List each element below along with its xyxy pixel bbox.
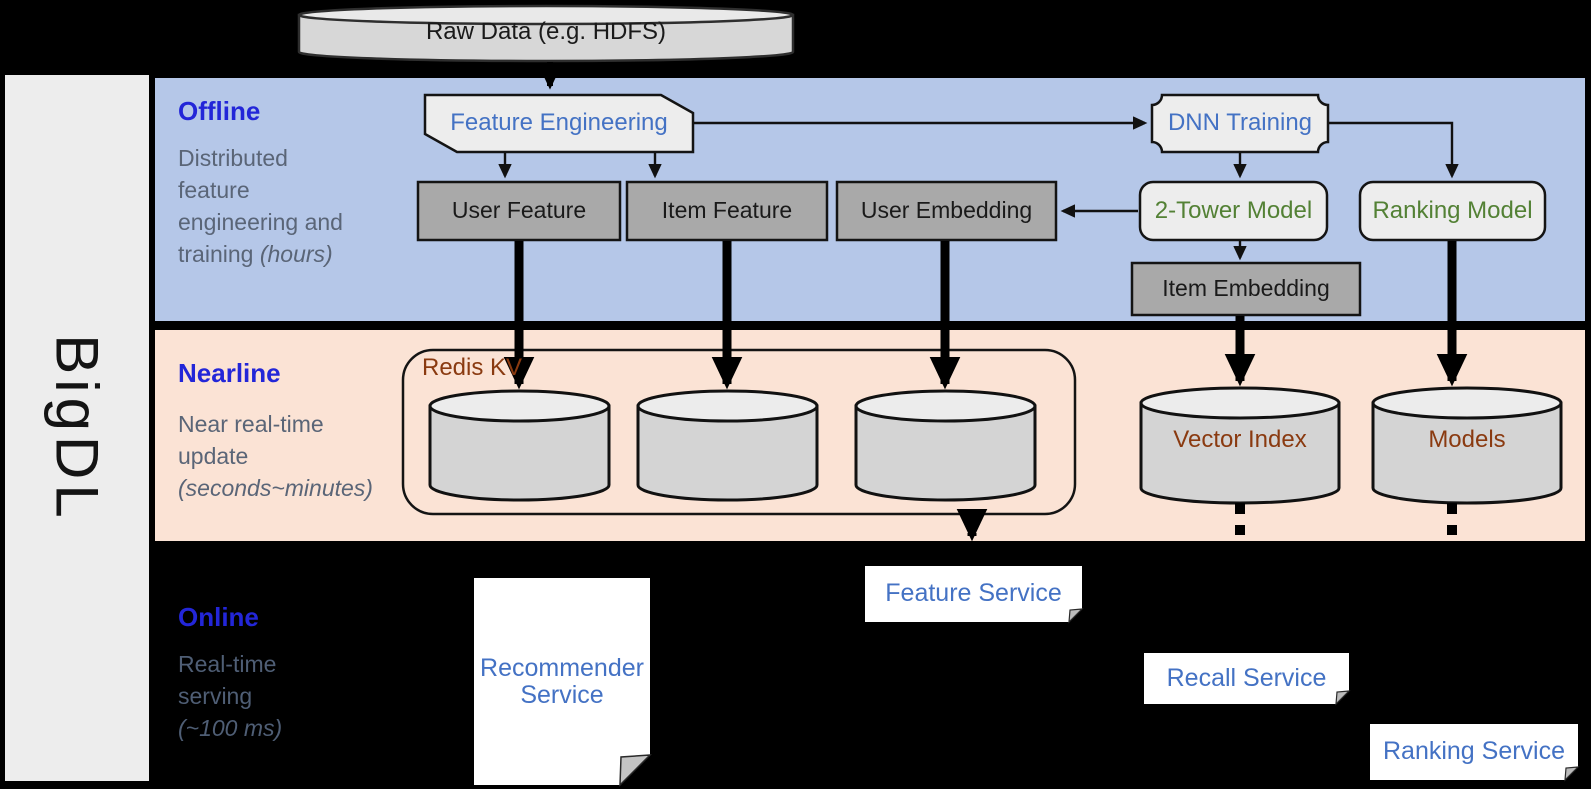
folded-corner-icon: [619, 754, 652, 787]
folded-corner-icon: [1564, 766, 1580, 782]
item-embedding-box: [1130, 261, 1362, 317]
recommender-service-line2: Service: [520, 681, 604, 709]
online-section-title: Online: [178, 602, 259, 632]
models-label: Models: [1428, 425, 1506, 453]
nearline-desc-italic: (seconds~minutes): [178, 475, 373, 501]
offline-section-desc: Distributed feature engineering and trai…: [178, 142, 413, 270]
bigdl-sidebar: BigDL: [5, 75, 149, 781]
item-feature-label: Item Feature: [661, 197, 793, 224]
recall-service-doc: [1144, 653, 1351, 706]
redis-cylinder-2: [636, 389, 819, 502]
nearline-desc-line: update: [178, 443, 249, 469]
recommender-service-doc: [474, 578, 652, 787]
user-feature-label: User Feature: [451, 197, 587, 224]
feature-engineering-shape: [423, 93, 695, 154]
offline-desc-italic: (hours): [259, 241, 333, 267]
two-tower-model-box: [1138, 180, 1329, 242]
arrow-dnn-to-ranking-model: [1329, 121, 1459, 179]
item-embedding-label: Item Embedding: [1162, 275, 1330, 302]
recommender-service-line1: Recommender: [480, 653, 644, 682]
offline-section-title: Offline: [178, 96, 261, 126]
two-tower-model-label: 2-Tower Model: [1154, 196, 1313, 224]
offline-desc-line: engineering and: [178, 209, 343, 235]
dnn-training-shape: [1150, 93, 1330, 154]
dnn-training-label: DNN Training: [1167, 108, 1313, 136]
user-feature-box: [416, 180, 622, 242]
folded-corner-icon: [1335, 690, 1351, 706]
feature-service-label: Feature Service: [885, 579, 1062, 608]
feature-engineering-label: Feature Engineering: [450, 108, 668, 136]
item-feature-box: [625, 180, 829, 242]
offline-desc-line: training (hours): [178, 238, 413, 270]
redis-cylinder-1: [428, 389, 611, 502]
recall-service-label: Recall Service: [1166, 663, 1327, 692]
vector-index-cylinder: [1139, 386, 1341, 505]
models-cylinder: [1371, 386, 1563, 505]
ranking-model-box: [1358, 180, 1547, 242]
nearline-section-desc: Near real-time update (seconds~minutes): [178, 408, 428, 504]
ranking-model-label: Ranking Model: [1372, 196, 1533, 224]
raw-data-label: Raw Data (e.g. HDFS): [425, 17, 667, 45]
nearline-section-title: Nearline: [178, 358, 281, 388]
feature-service-doc: [865, 566, 1084, 624]
offline-desc-line: Distributed: [178, 145, 288, 171]
folded-corner-icon: [1068, 608, 1084, 624]
online-desc-italic: (~100 ms): [178, 715, 283, 741]
ranking-service-label: Ranking Service: [1382, 737, 1566, 766]
recommender-service-label: Recommender Service: [474, 640, 650, 724]
redis-kv-container: [401, 348, 1077, 516]
vector-index-label: Vector Index: [1173, 425, 1307, 453]
nearline-desc-line: Near real-time: [178, 411, 324, 437]
raw-data-cylinder-shape: [297, 4, 795, 63]
redis-cylinder-3: [854, 389, 1037, 502]
user-embedding-box: [835, 180, 1058, 242]
ranking-service-doc: [1370, 724, 1580, 782]
redis-kv-label: Redis KV: [422, 353, 523, 381]
offline-desc-line: feature: [178, 177, 250, 203]
online-desc-line: Real-time: [178, 651, 277, 677]
offline-desc-text: training: [178, 241, 260, 267]
user-embedding-label: User Embedding: [860, 197, 1033, 224]
online-desc-line: serving: [178, 683, 253, 709]
online-section-desc: Real-time serving (~100 ms): [178, 648, 413, 744]
